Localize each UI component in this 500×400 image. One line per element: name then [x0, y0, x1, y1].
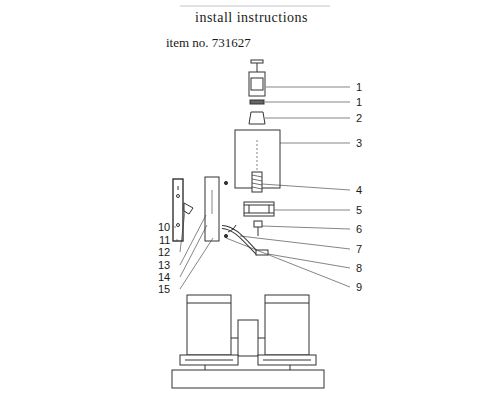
callout-number: 5 — [356, 205, 362, 216]
callout-number: 1 — [356, 82, 362, 93]
callout-number: 1 — [356, 97, 362, 108]
callout-number: 11 — [159, 235, 170, 246]
callout-number: 3 — [356, 138, 362, 149]
callout-number: 10 — [158, 222, 170, 233]
callout-number: 12 — [158, 247, 170, 258]
callout-number: 13 — [158, 260, 170, 271]
item-number: item no. 731627 — [166, 36, 251, 49]
callout-number: 7 — [356, 244, 362, 255]
callout-number: 15 — [158, 284, 170, 295]
callout-number: 6 — [356, 224, 362, 235]
callout-number: 2 — [356, 113, 362, 124]
title-heading: install instructions — [195, 11, 308, 25]
callout-number: 8 — [356, 263, 362, 274]
callout-number: 9 — [356, 282, 362, 293]
callout-number: 4 — [356, 185, 362, 196]
callout-number: 14 — [158, 272, 170, 283]
